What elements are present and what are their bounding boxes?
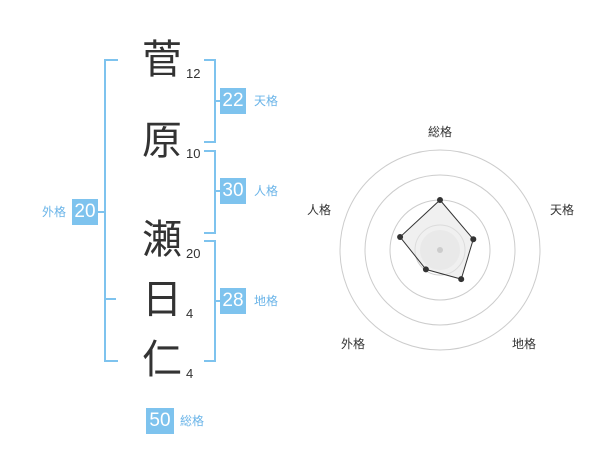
radar-label-soukaku: 総格 xyxy=(428,125,453,139)
radar-point-4 xyxy=(422,266,429,273)
chikaku-value: 28 xyxy=(220,288,246,314)
tenkaku-label: 天格 xyxy=(254,94,279,108)
radar-point-1 xyxy=(437,197,443,203)
chikaku-connector xyxy=(214,300,220,302)
name-char-2: 原 xyxy=(142,118,182,164)
radar-point-2 xyxy=(470,236,477,243)
radar-point-3 xyxy=(458,276,465,283)
gaikaku-split-line xyxy=(106,298,116,300)
stroke-count-2: 10 xyxy=(186,146,201,161)
stroke-count-5: 4 xyxy=(186,366,194,381)
name-char-3: 瀬 xyxy=(142,217,182,263)
tenkaku-value: 22 xyxy=(220,88,246,114)
soukaku-value: 50 xyxy=(146,408,174,434)
jinkaku-label: 人格 xyxy=(254,184,279,198)
stroke-count-3: 20 xyxy=(186,246,201,261)
chikaku-label: 地格 xyxy=(254,294,279,308)
radar-polygon xyxy=(399,199,474,280)
radar-label-tenkaku: 天格 xyxy=(550,203,575,217)
radar-ring xyxy=(364,174,516,326)
jinkaku-connector xyxy=(214,190,220,192)
radar-point-5 xyxy=(397,234,404,240)
name-char-1: 菅 xyxy=(142,37,182,83)
gaikaku-value: 20 xyxy=(72,199,98,225)
gaikaku-bracket xyxy=(104,59,118,362)
stroke-count-1: 12 xyxy=(186,66,201,81)
stroke-count-4: 4 xyxy=(186,306,194,321)
jinkaku-value: 30 xyxy=(220,178,246,204)
jinkaku-bracket xyxy=(204,150,216,234)
radar-center-dot xyxy=(437,247,443,253)
radar-label-chikaku: 地格 xyxy=(512,337,537,351)
soukaku-label: 総格 xyxy=(180,414,205,428)
tenkaku-connector xyxy=(214,100,220,102)
radar-label-jinkaku: 人格 xyxy=(307,203,332,217)
name-char-5: 仁 xyxy=(142,337,182,383)
gaikaku-label: 外格 xyxy=(42,205,67,219)
radar-label-gaikaku: 外格 xyxy=(341,337,366,351)
name-char-4: 日 xyxy=(142,277,182,323)
radar-ring xyxy=(339,149,541,351)
gaikaku-connector xyxy=(98,211,106,213)
